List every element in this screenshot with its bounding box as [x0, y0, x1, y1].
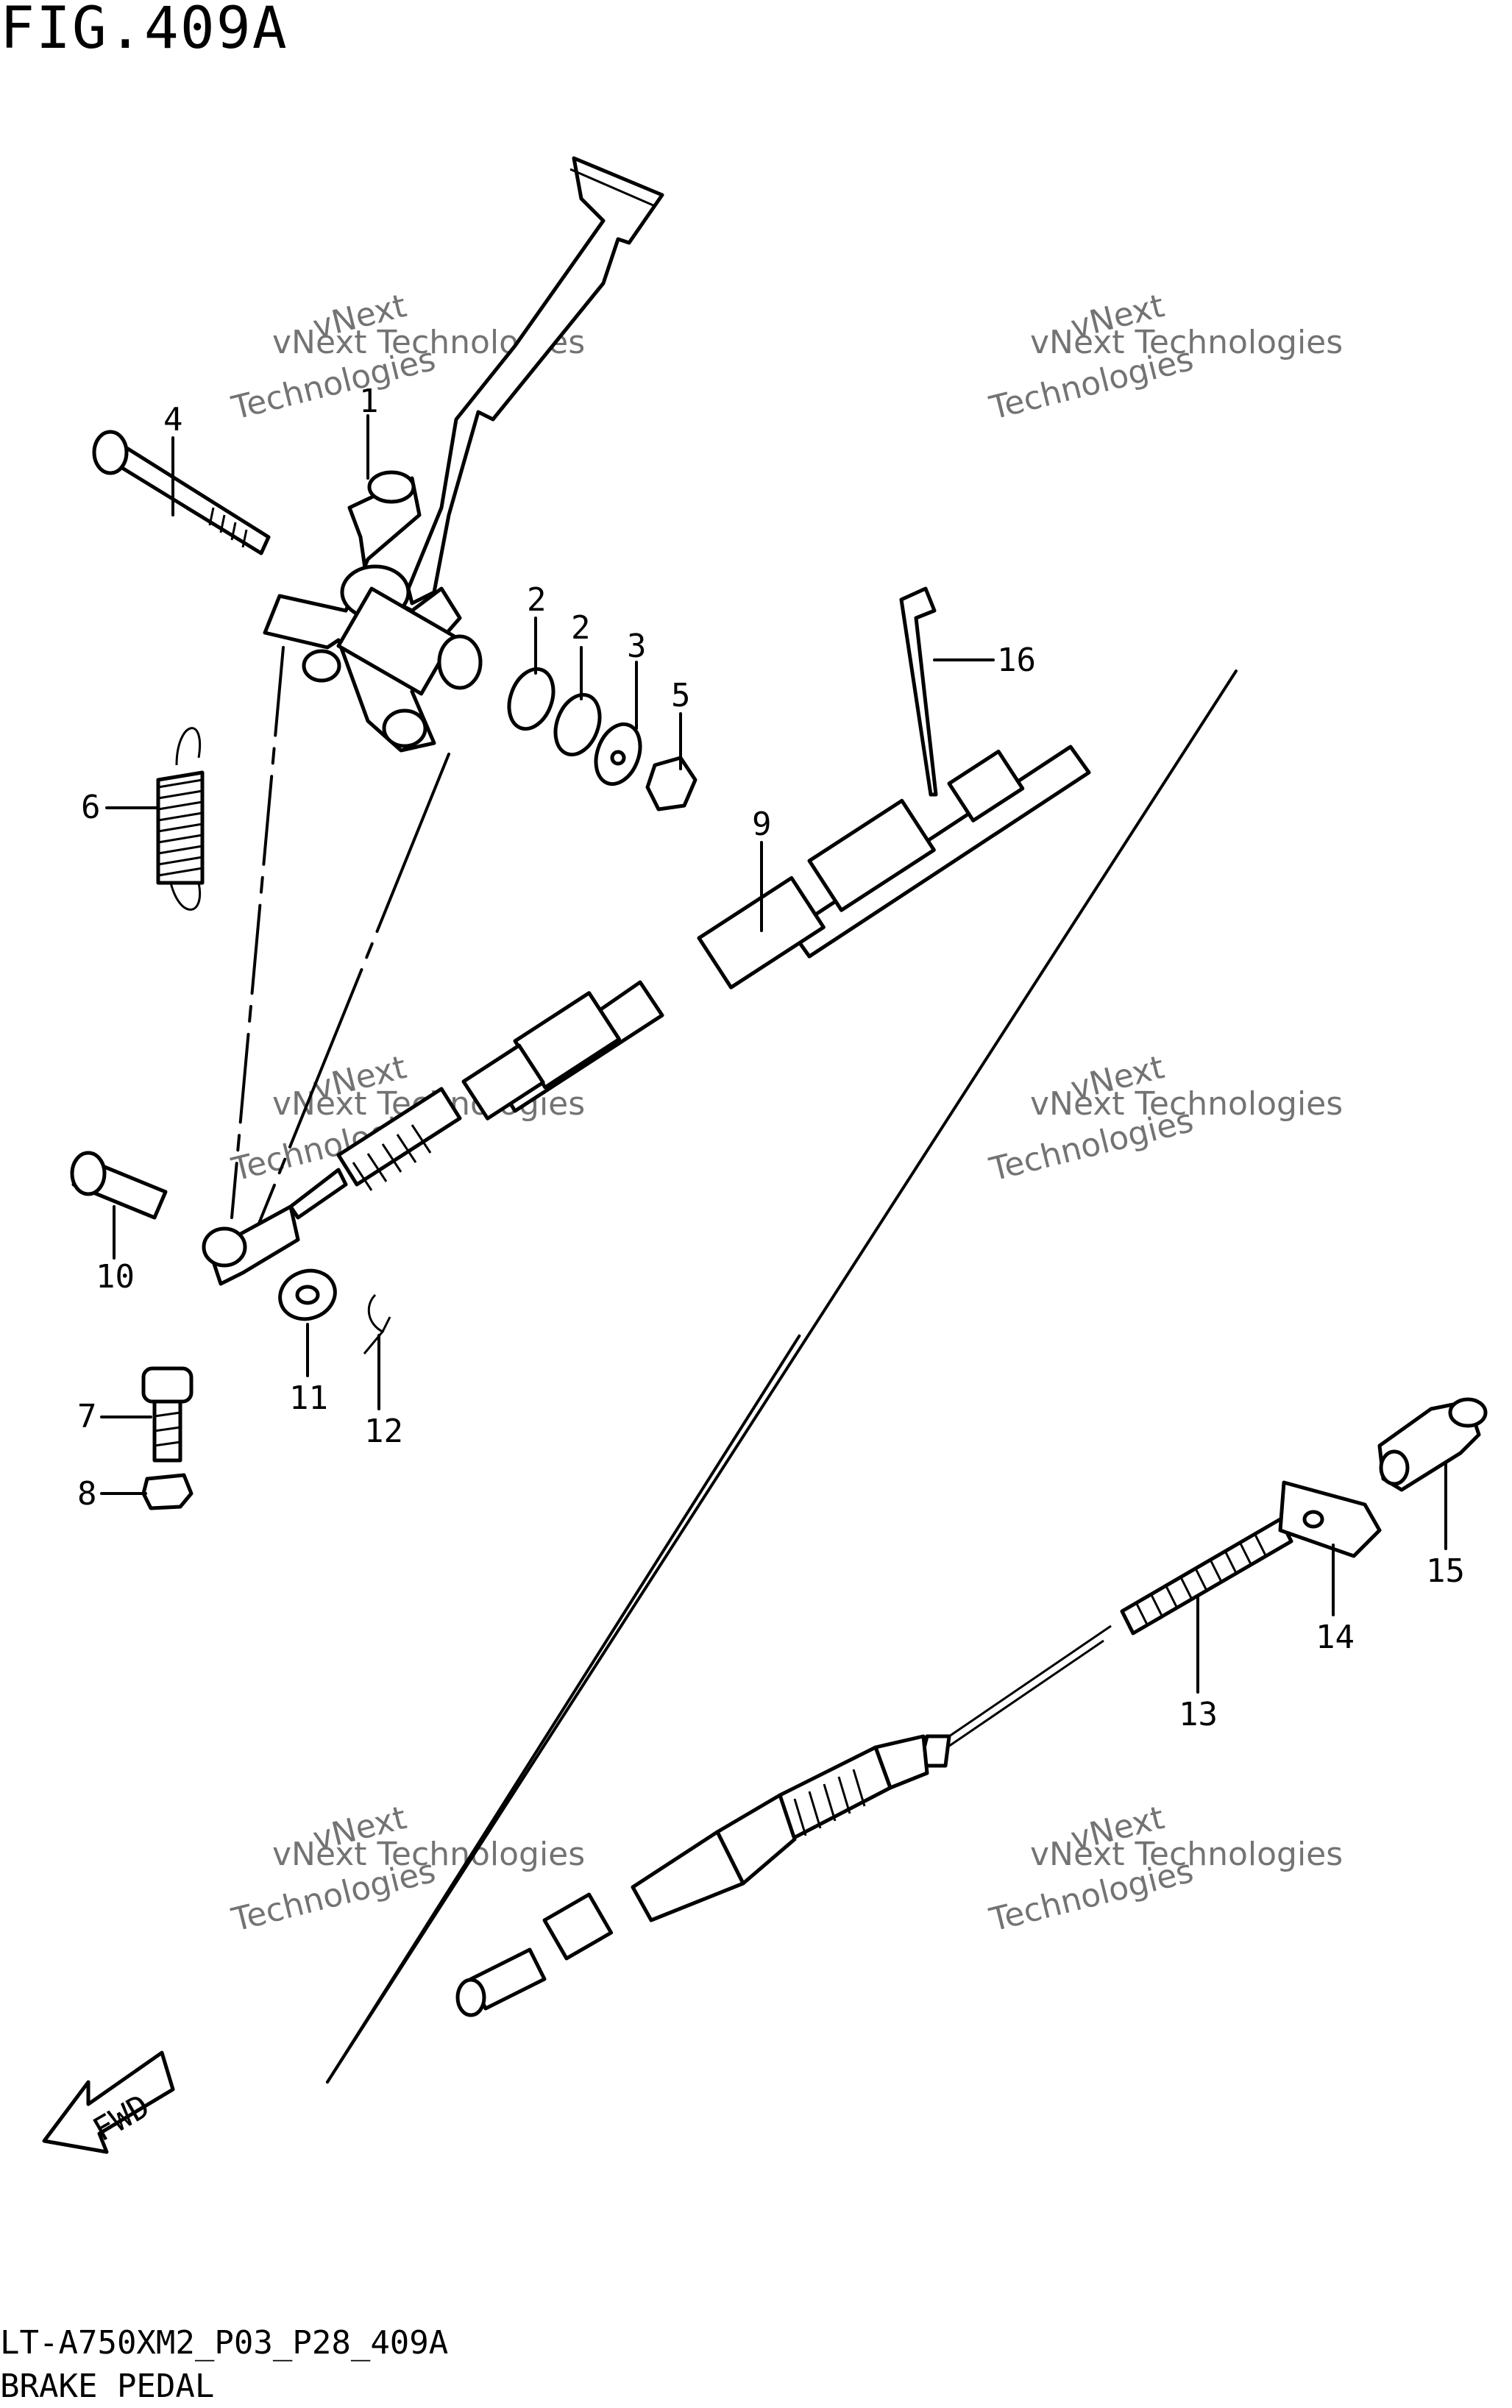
adjuster-nut-hole: [1302, 1510, 1324, 1529]
callout-5: 5: [671, 677, 691, 714]
callout-2b: 2: [571, 609, 591, 647]
figure-title: FIG.409A: [0, 0, 288, 62]
watermark-text: vNext Technologies: [1030, 324, 1343, 361]
figure-code: LT-A750XM2_P03_P28_409A: [0, 2324, 449, 2362]
callout-8: 8: [77, 1475, 97, 1513]
washer-hole: [610, 750, 626, 766]
washer-part: [507, 667, 556, 731]
callout-6: 6: [81, 789, 101, 826]
cable-spring-part: [1120, 1517, 1293, 1635]
adjuster-nut-part: [1278, 1480, 1382, 1558]
bolt-part: [141, 1366, 194, 1463]
callout-14: 14: [1316, 1619, 1355, 1656]
callout-13: 13: [1179, 1696, 1218, 1733]
washer-hole: [295, 1285, 320, 1305]
callout-3: 3: [627, 628, 647, 665]
watermark-text: vNext Technologies: [1030, 1085, 1343, 1123]
callout-2: 2: [527, 581, 547, 619]
cotter-pin-part: [363, 1293, 391, 1354]
return-spring-part: [156, 727, 205, 911]
cable-joint-part: [1377, 1397, 1488, 1492]
clevis-pin-part: [70, 1151, 168, 1220]
nut-part: [645, 756, 698, 811]
callout-1: 1: [359, 383, 379, 420]
brake-cable-lower: [455, 1624, 1112, 2017]
callout-16: 16: [997, 642, 1036, 679]
watermark-text: vNext Technologies: [1030, 1836, 1343, 1873]
brake-pedal-part: [263, 156, 664, 753]
callout-15: 15: [1426, 1552, 1465, 1590]
callout-7: 7: [77, 1398, 97, 1435]
pivot-bolt-part: [92, 430, 271, 555]
guide-line-left: [230, 646, 285, 1219]
fwd-arrow-icon: FWD: [42, 2050, 175, 2154]
washer-part: [553, 692, 602, 757]
callout-12: 12: [364, 1413, 403, 1450]
cable-guide-triangle: [326, 670, 1238, 2084]
guide-line-right: [252, 753, 450, 1237]
watermark-text: vNext Technologies: [272, 1836, 585, 1873]
nut-part: [141, 1473, 194, 1510]
brake-cable-upper: [202, 745, 1091, 1286]
callout-11: 11: [289, 1379, 328, 1417]
callout-4: 4: [163, 401, 183, 438]
callout-9: 9: [752, 806, 772, 843]
guide-line-bottom: [326, 1330, 803, 2084]
callout-10: 10: [96, 1258, 135, 1296]
cable-tie-part: [899, 586, 938, 797]
figure-name: BRAKE PEDAL: [0, 2368, 215, 2405]
